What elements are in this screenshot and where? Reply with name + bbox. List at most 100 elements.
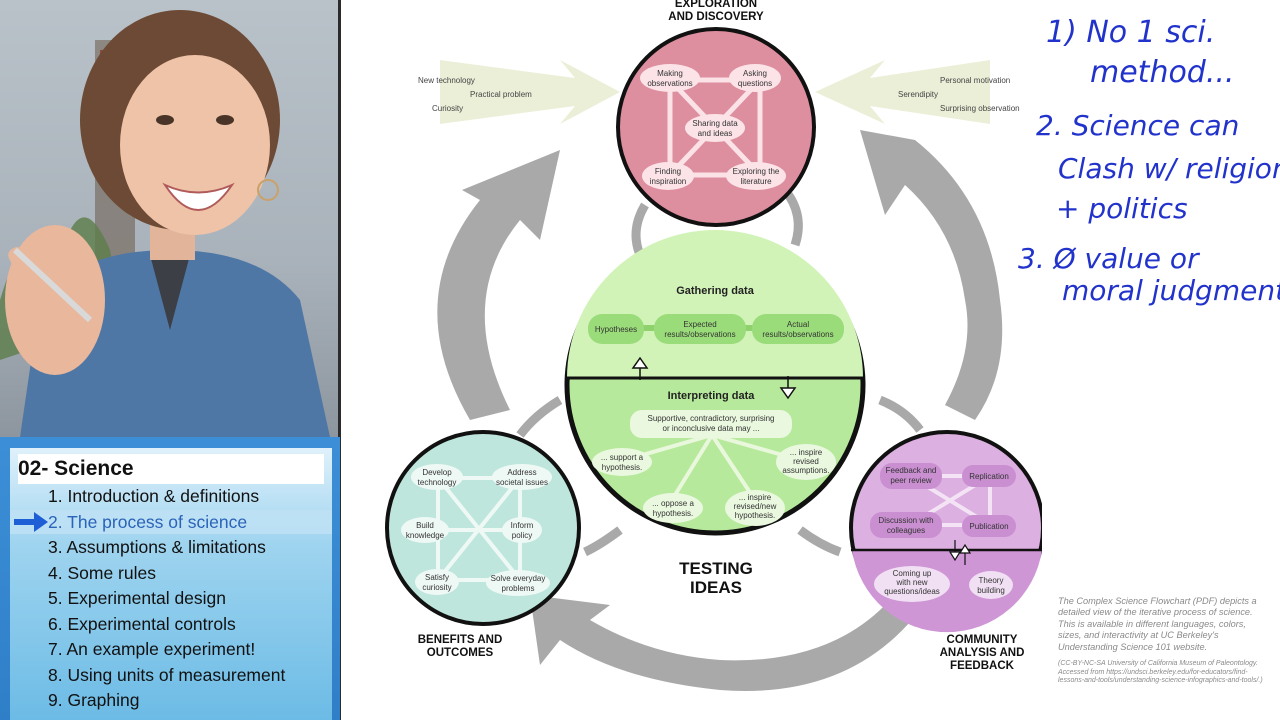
- note-3-line-1: 3. Ø value or: [1018, 242, 1200, 275]
- node-discussion-2: colleagues: [887, 526, 925, 535]
- exploration-title-2: AND DISCOVERY: [668, 11, 764, 23]
- exploration-title-1: EXPLORATION: [675, 0, 757, 10]
- node-theory-1: Theory: [979, 576, 1004, 585]
- node-sharing-data-2: and ideas: [698, 129, 733, 138]
- agenda-item-example-experiment[interactable]: 7. An example experiment!: [48, 639, 256, 659]
- right-input-3: Surprising observation: [940, 104, 1020, 113]
- node-discussion-1: Discussion with: [878, 516, 933, 525]
- cycle-arrow-bottom: [530, 595, 920, 691]
- note-3-line-2: moral judgments: [1062, 274, 1280, 307]
- agenda-list-box: 02- Science 1. Introduction & definition…: [10, 448, 332, 720]
- up-arrow-icon: [631, 356, 649, 380]
- left-input-1: New technology: [418, 76, 475, 85]
- left-input-2: Practical problem: [470, 90, 532, 99]
- node-address-issues-1: Address: [507, 468, 536, 477]
- cycle-arrow-left: [437, 150, 560, 420]
- flowchart-credit-source: (CC-BY-NC-SA University of California Mu…: [1058, 660, 1263, 684]
- benefits-title-2: OUTCOMES: [427, 647, 494, 659]
- agenda-item-some-rules[interactable]: 4. Some rules: [48, 563, 156, 583]
- node-hypotheses: Hypotheses: [595, 325, 637, 334]
- note-2-line-3: + politics: [1056, 192, 1188, 225]
- agenda-item-experimental-design[interactable]: 5. Experimental design: [48, 588, 227, 608]
- node-actual-2: results/observations: [762, 330, 833, 339]
- testing-ideas-title-1: TESTING: [679, 559, 753, 578]
- node-replication: Replication: [969, 472, 1009, 481]
- benefits-title-1: BENEFITS AND: [418, 634, 503, 646]
- presenter-image: [0, 10, 330, 437]
- community-updown-arrow-icon: [948, 540, 962, 562]
- cycle-arrows: [437, 130, 1003, 691]
- node-interp-intro-2: or inconclusive data may ...: [663, 424, 760, 433]
- right-input-2: Serendipity: [898, 90, 938, 99]
- node-feedback-1: Feedback and: [886, 466, 937, 475]
- community-title-1: COMMUNITY: [947, 634, 1018, 646]
- node-inform-policy-1: Inform: [511, 521, 534, 530]
- node-develop-technology-2: technology: [418, 478, 457, 487]
- interpreting-data-title: Interpreting data: [668, 390, 756, 402]
- node-inspire-revised-2: revised: [793, 457, 819, 466]
- agenda-item-experimental-controls[interactable]: 6. Experimental controls: [48, 614, 236, 634]
- handwritten-notes: 1) No 1 sci. method... 2. Science can Cl…: [1018, 15, 1280, 307]
- node-finding-inspiration-1: Finding: [655, 167, 681, 176]
- node-build-knowledge-1: Build: [416, 521, 434, 530]
- note-2-line-2: Clash w/ religion: [1058, 152, 1280, 185]
- agenda-item-introduction[interactable]: 1. Introduction & definitions: [48, 486, 260, 506]
- agenda-panel: 02- Science 1. Introduction & definition…: [0, 437, 340, 720]
- flowchart-credit: The Complex Science Flowchart (PDF) depi…: [1058, 596, 1257, 652]
- node-inform-policy-2: policy: [512, 531, 532, 540]
- webcam-video: [0, 0, 340, 437]
- agenda-title-text: 02- Science: [18, 457, 134, 480]
- node-exploring-literature-1: Exploring the: [733, 167, 780, 176]
- node-inspire-revised-1: ... inspire: [790, 448, 823, 457]
- node-develop-technology-1: Develop: [422, 468, 452, 477]
- node-exploring-literature-2: literature: [740, 177, 772, 186]
- node-support-1: ... support a: [601, 453, 644, 462]
- panel-divider: [338, 0, 341, 720]
- agenda-item-graphing[interactable]: 9. Graphing: [48, 690, 140, 710]
- node-inspire-new-1: ... inspire: [739, 493, 772, 502]
- note-1-line-1: 1) No 1 sci.: [1046, 15, 1215, 50]
- node-feedback-2: peer review: [890, 476, 932, 485]
- node-coming-up-1: Coming up: [893, 569, 932, 578]
- node-coming-up-3: questions/ideas: [884, 587, 940, 596]
- science-flowchart: New technology Practical problem Curiosi…: [385, 0, 1042, 691]
- node-actual-1: Actual: [787, 320, 809, 329]
- node-inspire-new-3: hypothesis.: [735, 511, 775, 520]
- testing-ideas-title-2: IDEAS: [690, 578, 742, 597]
- node-sharing-data-1: Sharing data: [692, 119, 738, 128]
- node-making-observations-2: observations: [647, 79, 692, 88]
- node-expected-2: results/observations: [664, 330, 735, 339]
- node-inspire-new-2: revised/new: [734, 502, 777, 511]
- node-making-observations-1: Making: [657, 69, 683, 78]
- node-solve-problems-1: Solve everyday: [491, 574, 546, 583]
- node-address-issues-2: societal issues: [496, 478, 548, 487]
- node-theory-2: building: [977, 586, 1005, 595]
- node-coming-up-2: with new: [895, 578, 927, 587]
- node-publication: Publication: [969, 522, 1008, 531]
- right-input-1: Personal motivation: [940, 76, 1010, 85]
- gathering-data-title: Gathering data: [676, 285, 755, 297]
- node-oppose-1: ... oppose a: [652, 499, 694, 508]
- node-asking-questions-2: questions: [738, 79, 772, 88]
- node-support-2: hypothesis.: [602, 463, 642, 472]
- note-2-line-1: 2. Science can: [1036, 109, 1239, 142]
- agenda-item-assumptions[interactable]: 3. Assumptions & limitations: [48, 537, 266, 557]
- agenda-item-units[interactable]: 8. Using units of measurement: [48, 665, 286, 685]
- active-item-highlight: [10, 510, 332, 534]
- node-expected-1: Expected: [683, 320, 716, 329]
- node-satisfy-curiosity-1: Satisfy: [425, 573, 449, 582]
- community-title-3: FEEDBACK: [950, 660, 1015, 672]
- agenda-item-process-of-science[interactable]: 2. The process of science: [48, 512, 248, 532]
- community-updown-arrow-icon-2: [958, 543, 972, 565]
- node-satisfy-curiosity-2: curiosity: [422, 583, 451, 592]
- down-arrow-icon: [779, 376, 797, 400]
- input-arrow-right: [815, 60, 990, 124]
- input-arrow-left: [440, 60, 620, 124]
- node-solve-problems-2: problems: [502, 584, 535, 593]
- current-item-arrow-icon: [14, 512, 48, 532]
- node-build-knowledge-2: knowledge: [406, 531, 445, 540]
- node-finding-inspiration-2: inspiration: [650, 177, 686, 186]
- node-oppose-2: hypothesis.: [653, 509, 693, 518]
- node-asking-questions-1: Asking: [743, 69, 767, 78]
- node-interp-intro-1: Supportive, contradictory, surprising: [647, 414, 774, 423]
